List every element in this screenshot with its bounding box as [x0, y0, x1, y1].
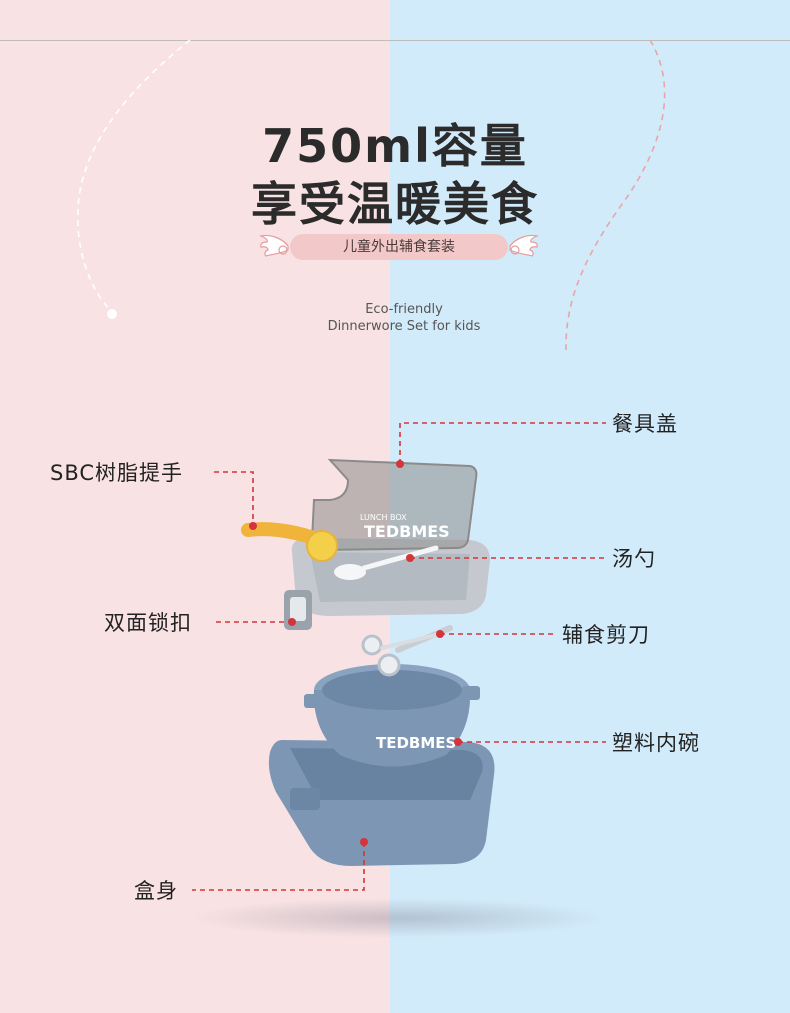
tag-pill: 儿童外出辅食套装 — [290, 234, 508, 260]
english-tagline-1: Eco-friendly — [365, 302, 443, 317]
callout-lid-label: 餐具盖 — [612, 412, 678, 436]
headline-capacity: 750ml容量 — [262, 119, 528, 173]
callout-inner-bowl-label: 塑料内碗 — [612, 731, 700, 755]
wing-right-icon — [509, 234, 540, 257]
callout-box-body-label: 盒身 — [134, 879, 178, 903]
callout-handle-label: SBC树脂提手 — [50, 461, 184, 485]
product-shadow — [190, 898, 610, 938]
scissors-shape — [361, 625, 453, 677]
wing-left-icon — [258, 234, 289, 257]
callout-scissors-label: 辅食剪刀 — [562, 623, 650, 647]
lid-print-small: LUNCH BOX — [360, 513, 407, 522]
bowl-brand-text: TEDBMES — [376, 734, 456, 752]
lid-brand-text: TEDBMES — [364, 522, 450, 541]
clear-lid-shape: LUNCH BOX TEDBMES — [310, 458, 478, 552]
headline-slogan: 享受温暖美食 — [251, 177, 539, 231]
spoon-shape — [334, 545, 439, 580]
callout-spoon-label: 汤勺 — [612, 547, 656, 571]
box-body-shape — [268, 740, 495, 866]
english-tagline-2: Dinnerwore Set for kids — [327, 319, 481, 334]
inner-bowl-shape: TEDBMES — [304, 664, 480, 767]
top-divider — [0, 40, 790, 41]
callout-lock-label: 双面锁扣 — [104, 611, 192, 635]
